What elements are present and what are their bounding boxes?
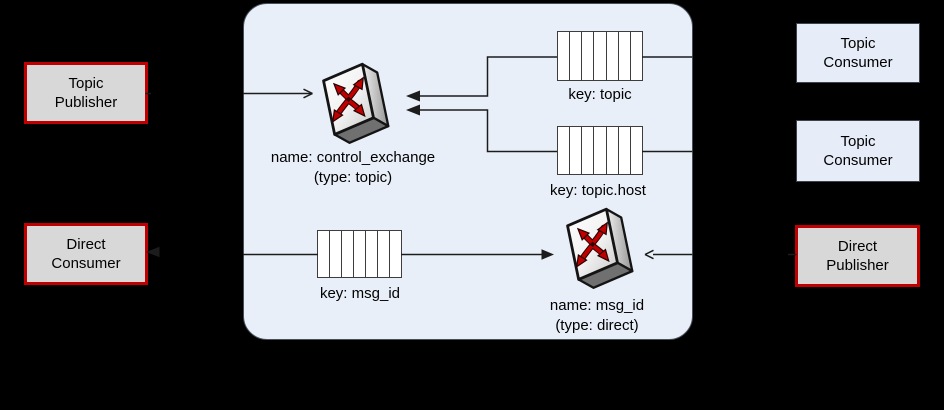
queue-icon-topic: [557, 31, 643, 81]
queue-cell: [318, 231, 330, 277]
queue-cell: [594, 32, 607, 80]
queue-cell: [558, 32, 571, 80]
direct-publisher-label-line2: Publisher: [826, 257, 889, 274]
topic-consumer-1-label-line2: Consumer: [823, 54, 893, 71]
topic-consumer-2-label-line1: Topic: [840, 133, 876, 150]
queue-cell: [570, 127, 583, 174]
queue-label-topic-host: key: topic.host: [550, 182, 646, 199]
queue-cell: [570, 32, 583, 80]
queue-cell: [594, 127, 607, 174]
queue-cell: [390, 231, 401, 277]
control-exchange-label: name: control_exchange (type: topic): [253, 148, 453, 188]
direct-exchange-label: name: msg_id (type: direct): [497, 296, 697, 336]
topic-publisher-label-line2: Publisher: [54, 94, 118, 111]
topic-consumer-box-1: Topic Consumer: [796, 23, 920, 83]
queue-cell: [582, 127, 595, 174]
queue-cell: [330, 231, 342, 277]
topic-publisher-box: Topic Publisher: [24, 62, 148, 124]
control-exchange-type: (type: topic): [313, 169, 393, 186]
topic-consumer-1-label-line1: Topic: [840, 35, 876, 52]
direct-exchange-type: (type: direct): [555, 317, 639, 334]
queue-icon-topic-host: [557, 126, 643, 175]
direct-exchange-icon: [562, 203, 636, 293]
queue-cell: [582, 32, 595, 80]
queue-label-msg-id: key: msg_id: [319, 285, 401, 302]
queue-cell: [378, 231, 390, 277]
queue-cell: [619, 32, 631, 80]
topic-consumer-box-2: Topic Consumer: [796, 120, 920, 182]
direct-consumer-box: Direct Consumer: [24, 223, 148, 285]
direct-exchange-name: name: msg_id: [549, 297, 645, 314]
queue-cell: [342, 231, 354, 277]
queue-cell: [619, 127, 631, 174]
direct-consumer-label-line1: Direct: [66, 236, 106, 253]
control-exchange-icon: [318, 58, 392, 148]
queue-label-topic: key: topic: [568, 86, 632, 103]
direct-consumer-label-line2: Consumer: [51, 255, 121, 272]
control-exchange-name: name: control_exchange: [270, 149, 436, 166]
queue-cell: [631, 32, 642, 80]
topic-publisher-label-line1: Topic: [68, 75, 104, 92]
queue-cell: [631, 127, 642, 174]
queue-cell: [366, 231, 378, 277]
queue-cell: [607, 32, 619, 80]
queue-cell: [607, 127, 619, 174]
queue-cell: [354, 231, 366, 277]
queue-cell: [558, 127, 571, 174]
topic-consumer-2-label-line2: Consumer: [823, 152, 893, 169]
direct-publisher-box: Direct Publisher: [795, 225, 920, 287]
queue-icon-msg-id: [317, 230, 402, 278]
direct-publisher-label-line1: Direct: [837, 238, 878, 255]
